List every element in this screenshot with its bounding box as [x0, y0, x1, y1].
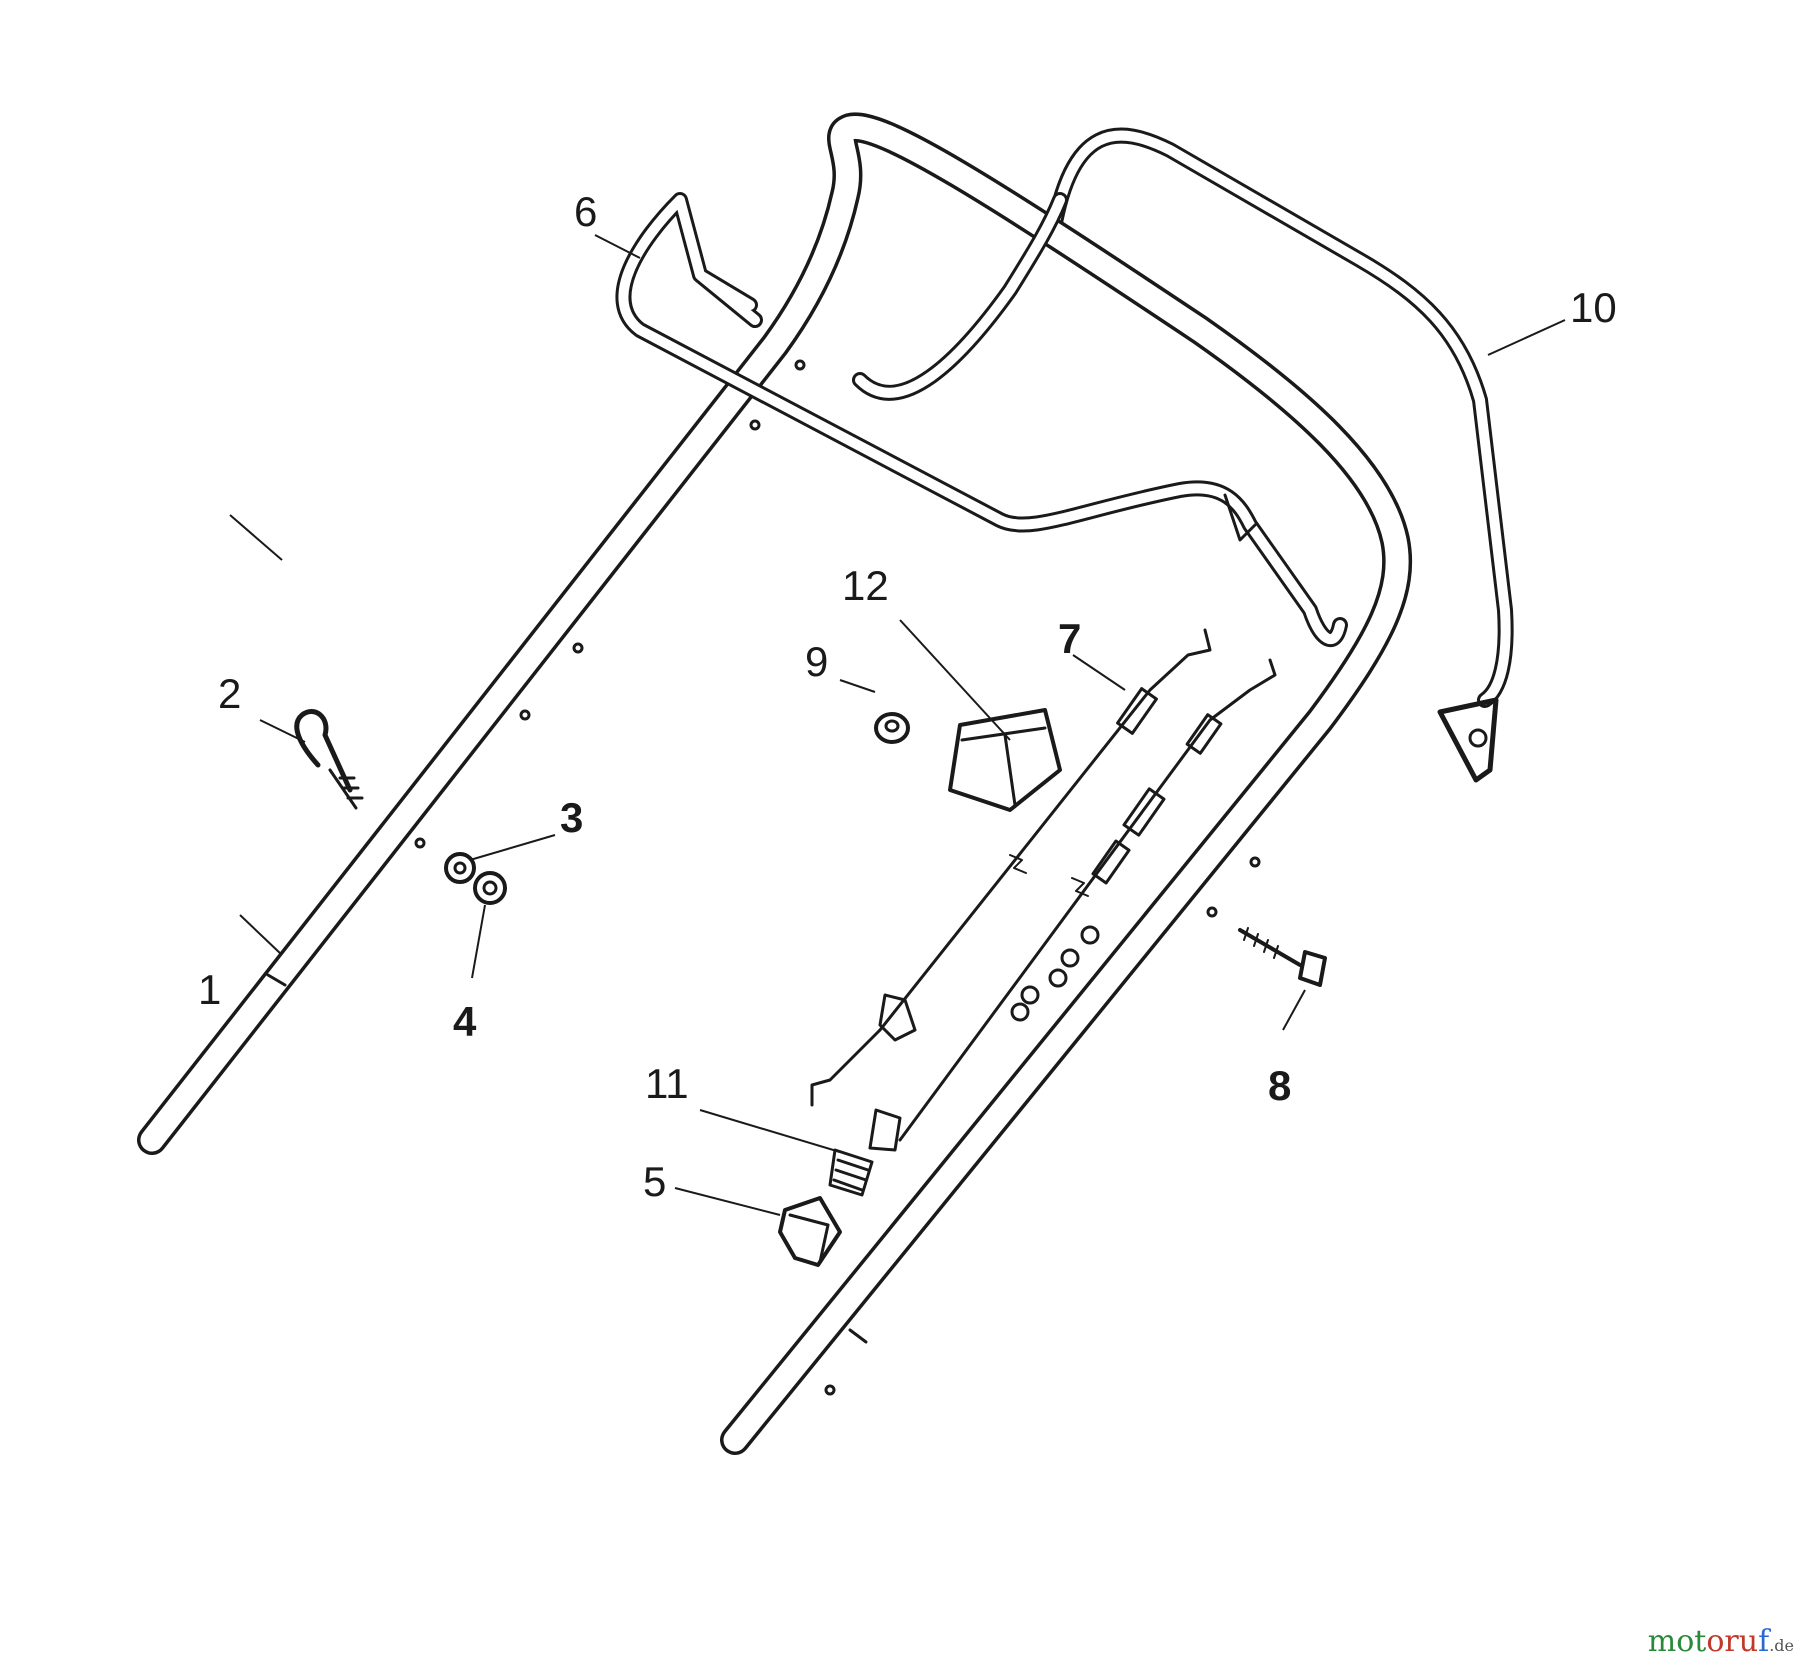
part-4-nut [473, 871, 507, 905]
callout-8: 8 [1268, 1062, 1291, 1109]
part-3-washer [444, 852, 476, 884]
watermark-logo: motoruf.de [1647, 1624, 1794, 1659]
part-8-bolt [1238, 927, 1327, 987]
callout-1: 1 [198, 966, 221, 1013]
part-12-cable-guide [948, 708, 1062, 812]
part-9-nut [874, 712, 910, 744]
callout-12: 12 [842, 562, 889, 609]
callout-6: 6 [574, 188, 597, 235]
part-2-hook-bolt [294, 709, 364, 810]
callout-7: 7 [1058, 615, 1081, 662]
callout-3: 3 [560, 794, 583, 841]
callout-5: 5 [643, 1158, 666, 1205]
callout-9: 9 [805, 638, 828, 685]
callout-2: 2 [218, 670, 241, 717]
callouts: 1 2 3 4 5 6 7 8 9 10 11 12 [198, 188, 1617, 1205]
part-7-cables [810, 628, 1277, 1152]
part-1-upper-handle [137, 112, 1413, 1455]
part-11-spring [828, 1148, 874, 1197]
part-10-bail-bar [1044, 127, 1514, 783]
callout-4: 4 [453, 998, 477, 1045]
callout-11: 11 [645, 1060, 689, 1107]
part-5-cable-clip [778, 1196, 842, 1267]
leader-lines [229, 234, 1566, 1216]
callout-10: 10 [1570, 284, 1617, 331]
part-6-drive-bail [615, 192, 1348, 647]
